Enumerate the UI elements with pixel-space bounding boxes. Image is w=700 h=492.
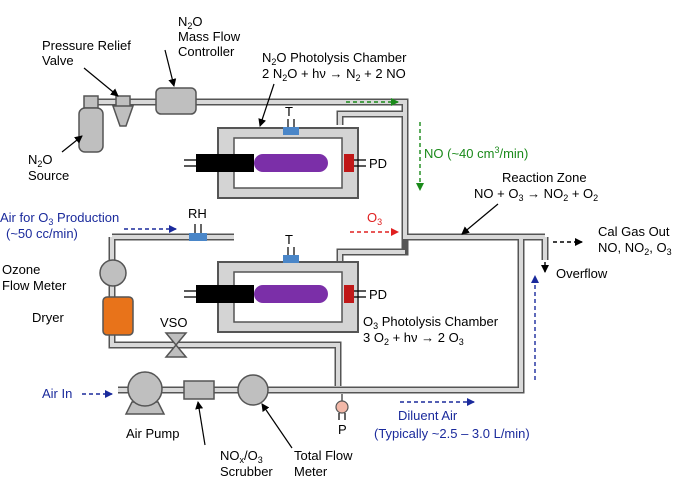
dryer	[102, 296, 134, 336]
n2o-source-label-2: Source	[28, 168, 69, 183]
n2o-chamber-title: N2O Photolysis Chamber	[262, 50, 407, 67]
t-bottom-label: T	[285, 232, 293, 247]
callout-pointers	[61, 49, 499, 449]
pipes-inner	[88, 100, 547, 392]
air-for-o3-label: Air for O3 Production	[0, 210, 119, 227]
diluent-air-label-2: (Typically ~2.5 – 3.0 L/min)	[374, 426, 530, 441]
no-flow-label: NO (~40 cm3/min)	[424, 145, 528, 161]
pd-top-label: PD	[369, 156, 387, 171]
total-flow-meter	[237, 374, 269, 406]
dryer-label: Dryer	[32, 310, 64, 325]
air-pump	[124, 371, 166, 415]
o3-chamber-title: O3 Photolysis Chamber	[363, 314, 499, 331]
labels: Pressure Relief Valve N2O Mass Flow Cont…	[0, 14, 672, 479]
nox-o3-scrubber	[183, 380, 215, 400]
o3-label: O3	[367, 210, 382, 227]
ozone-flow-meter	[99, 259, 127, 287]
pressure-relief-valve-label: Pressure Relief	[42, 38, 131, 53]
temperature-sensor-bottom	[283, 255, 299, 263]
total-flow-meter-label: Total Flow	[294, 448, 353, 463]
ozone-flow-meter-label-2: Flow Meter	[2, 278, 67, 293]
rh-label: RH	[188, 206, 207, 221]
pressure-sensor	[335, 394, 349, 420]
o3-chamber-equation: 3 O2 + hν → 2 O3	[363, 330, 464, 347]
air-for-o3-label-2: (~50 cc/min)	[6, 226, 78, 241]
reaction-equation: NO + O3 → NO2 + O2	[474, 186, 598, 203]
lamp-base-top	[196, 154, 254, 172]
mfc-label-2: Mass Flow	[178, 29, 241, 44]
mfc-label-3: Controller	[178, 44, 235, 59]
air-pump-label: Air Pump	[126, 426, 179, 441]
diluent-air-label: Diluent Air	[398, 408, 458, 423]
vso-label: VSO	[160, 315, 187, 330]
scrubber-label-2: Scrubber	[220, 464, 273, 479]
n2o-chamber-equation: 2 N2O + hν → N2 + 2 NO	[262, 66, 406, 83]
ozone-flow-meter-label: Ozone	[2, 262, 40, 277]
mfc-label: N2O	[178, 14, 203, 31]
flow-arrows	[82, 98, 583, 406]
total-flow-meter-label-2: Meter	[294, 464, 328, 479]
cal-gas-out-label: Cal Gas Out	[598, 224, 670, 239]
pressure-sensor-label: P	[338, 422, 347, 437]
o3-photolysis-chamber	[184, 247, 366, 333]
n2o-source-label: N2O	[28, 152, 53, 169]
scrubber-label: NOx/O3	[220, 448, 263, 465]
t-top-label: T	[285, 104, 293, 119]
rh-sensor	[189, 224, 207, 241]
uv-lamp-top	[254, 154, 328, 172]
photodiode-top	[344, 154, 354, 172]
photodiode-bottom	[344, 285, 354, 303]
n2o-photolysis-chamber	[184, 119, 366, 199]
vso-valve	[164, 332, 188, 358]
overflow-label: Overflow	[556, 266, 608, 281]
pressure-relief-valve	[111, 95, 135, 127]
pd-bottom-label: PD	[369, 287, 387, 302]
cal-gas-out-species: NO, NO2, O3	[598, 240, 672, 257]
lamp-base-bottom	[196, 285, 254, 303]
uv-lamp-bottom	[254, 285, 328, 303]
reaction-zone-label: Reaction Zone	[502, 170, 587, 185]
pressure-relief-valve-label-2: Valve	[42, 53, 74, 68]
temperature-sensor-top	[283, 127, 299, 135]
n2o-source-cylinder	[78, 95, 104, 153]
mass-flow-controller	[155, 87, 197, 115]
air-in-label: Air In	[42, 386, 72, 401]
